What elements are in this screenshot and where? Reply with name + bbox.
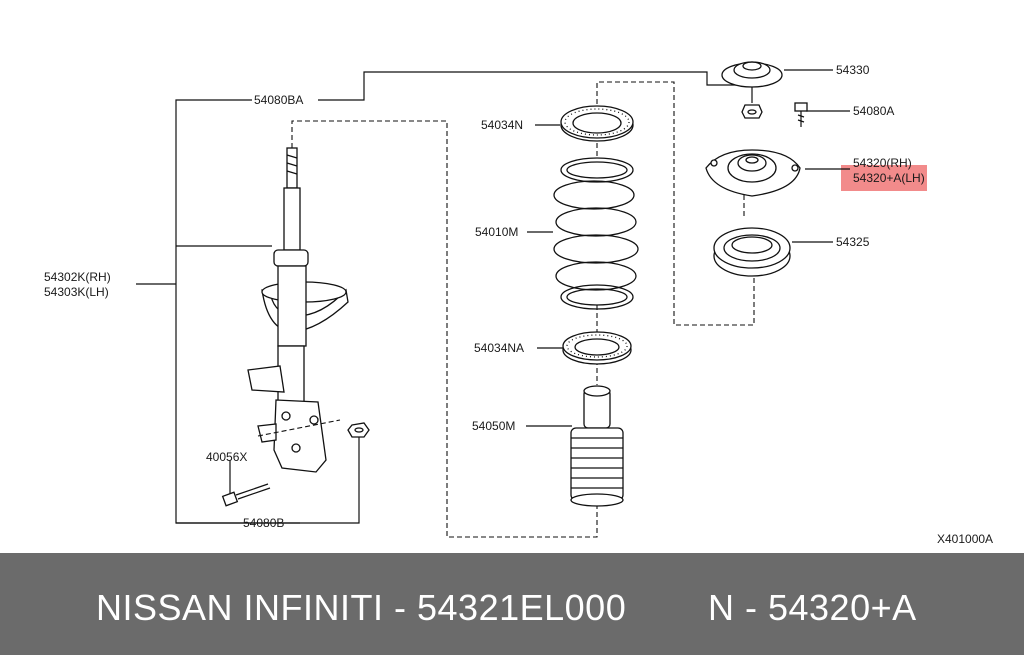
label-40056X[interactable]: 40056X [206,450,247,464]
part-title: NISSAN INFINITI - 54321EL000 [96,587,627,628]
part-54034N-seat [560,105,634,142]
leader-lines [136,69,850,524]
part-54302K-strut [247,147,349,473]
label-54320-rh[interactable]: 54320(RH) [853,156,912,170]
diagram-code: X401000A [937,532,993,546]
part-54034NA-seat [562,331,632,365]
label-54050M[interactable]: 54050M [472,419,515,433]
part-strut-nut [347,422,370,438]
parts-diagram: 54330 54080A 54080BA 54034N 54320(RH) 54… [44,61,993,546]
label-54302K[interactable]: 54302K(RH) [44,270,111,284]
label-54010M[interactable]: 54010M [475,225,518,239]
label-54080BA[interactable]: 54080BA [254,93,303,107]
label-54080A[interactable]: 54080A [853,104,894,118]
part-top-nut [741,104,763,119]
label-54034NA[interactable]: 54034NA [474,341,524,355]
footer-bar: NISSAN INFINITI - 54321EL000 N - 54320+A [0,553,1024,655]
part-54325-bearing [713,227,791,277]
part-labels: 54330 54080A 54080BA 54034N 54320(RH) 54… [44,63,993,546]
part-54050M-boot [570,385,624,507]
part-54330-cap [721,61,783,88]
label-54325[interactable]: 54325 [836,235,870,249]
part-54010M-spring [553,157,639,310]
part-54080A-bolt [794,102,808,127]
exploded-view-svg: 54330 54080A 54080BA 54034N 54320(RH) 54… [44,61,993,546]
label-54080B[interactable]: 54080B [243,516,284,530]
dashed-assembly-lines [291,81,755,538]
part-40056X-bolt [221,483,271,507]
label-54034N[interactable]: 54034N [481,118,523,132]
highlight-box [841,165,927,191]
label-54320A-lh[interactable]: 54320+A(LH) [853,171,925,185]
part-reference: N - 54320+A [708,587,917,628]
part-54320-mount [705,149,801,197]
label-54303K[interactable]: 54303K(LH) [44,285,109,299]
label-54330[interactable]: 54330 [836,63,870,77]
